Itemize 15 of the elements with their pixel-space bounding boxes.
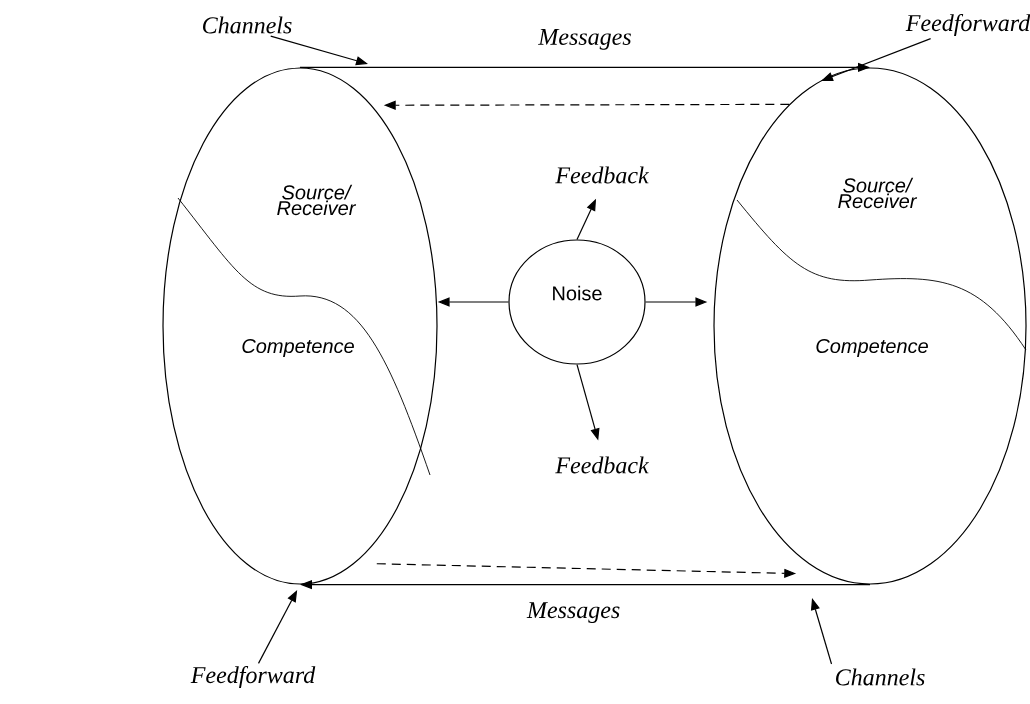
edge-label: Messages — [537, 28, 633, 51]
node-label: Source/ Receiver — [277, 184, 357, 216]
text-label: Feedback — [555, 456, 649, 474]
node-label: Competence — [816, 338, 928, 358]
node-label: Competence — [242, 338, 354, 358]
edge-label: Messages — [525, 601, 622, 625]
ellipse-node — [713, 67, 1027, 585]
leader-arrow — [821, 38, 932, 81]
node-label: Source/ Receiver — [838, 177, 918, 209]
text-label: Channels — [836, 668, 925, 686]
text-label: Feedforward — [190, 666, 316, 688]
text-label: Feedforward — [905, 14, 1030, 36]
text-label: Channels — [203, 16, 292, 34]
text-label: Feedback — [555, 166, 649, 184]
ellipse-node — [162, 67, 438, 585]
